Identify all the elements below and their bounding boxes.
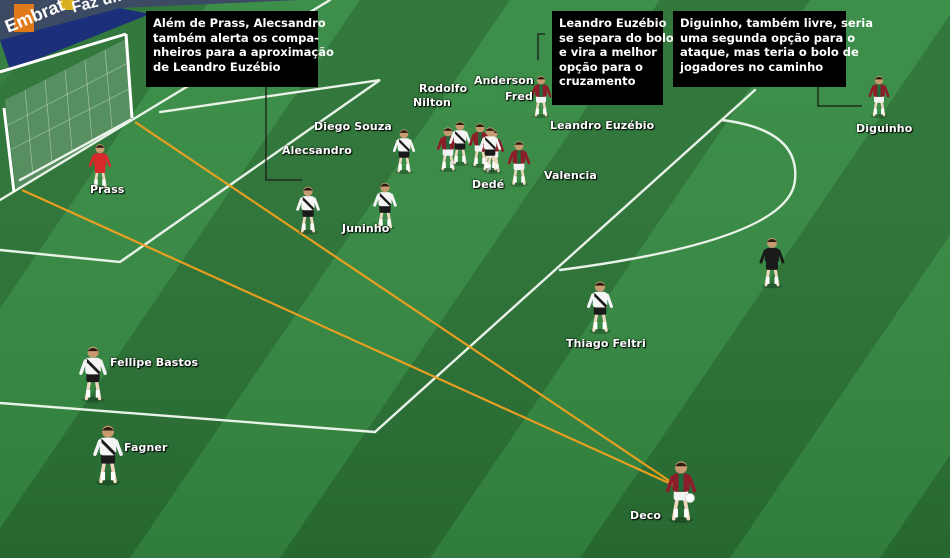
annotation-line: jogadores no caminho <box>680 59 824 74</box>
sight-lines <box>21 121 681 490</box>
annotation-line: ataque, mas teria o bolo de <box>680 45 859 59</box>
player-fellipe-bastos <box>79 346 107 403</box>
center-circle <box>558 118 797 272</box>
player-valencia <box>507 141 531 187</box>
label-juninho: Juninho <box>342 222 390 235</box>
callout-connectors <box>265 33 862 181</box>
player-prass <box>88 144 112 190</box>
annotation-line: uma segunda opção para o <box>680 30 856 45</box>
connector-alecsandro <box>265 82 302 181</box>
stands <box>0 0 300 70</box>
annotation-line: se separa do bolo <box>559 30 674 45</box>
ball <box>685 493 695 503</box>
annotation-line: nheiros para a aproximação <box>153 45 334 59</box>
sightline-to-prass <box>21 188 681 490</box>
annotation-line: Diguinho, também livre, seria <box>680 16 873 30</box>
label-fellipe-bastos: Fellipe Bastos <box>110 356 199 369</box>
annotation-line: cruzamento <box>559 74 636 88</box>
player-alecsandro <box>296 186 320 235</box>
annotation-line: e vira a melhor <box>559 45 657 59</box>
label-rodolfo: Rodolfo <box>419 82 468 95</box>
label-fred: Fred <box>505 90 533 103</box>
penalty-area-line <box>0 78 381 264</box>
label-dede: Dedé <box>472 178 505 191</box>
label-diguinho: Diguinho <box>856 122 913 135</box>
annotation-line: Além de Prass, Alecsandro <box>153 16 326 30</box>
connector-diguinho <box>817 84 862 107</box>
penalty-area-far-line <box>0 401 377 434</box>
player-deco <box>665 461 697 523</box>
goal-area-line <box>18 118 132 182</box>
annotation-diguinho: Diguinho, também livre, seria uma segund… <box>673 11 873 87</box>
connector-leandro <box>537 33 545 60</box>
label-thiago-feltri: Thiago Feltri <box>566 337 646 350</box>
player-fagner <box>93 425 123 486</box>
player-diego-souza <box>392 129 416 175</box>
player-nilton <box>448 121 472 166</box>
player-leandro-euzebio <box>530 75 552 119</box>
player-referee <box>759 238 785 289</box>
halfway-line <box>373 88 757 434</box>
player-thiago-feltri <box>587 281 613 335</box>
label-nilton: Nilton <box>413 96 451 109</box>
player-diguinho <box>868 75 890 119</box>
player-juninho <box>373 182 397 231</box>
annotation-leandro: Leandro Euzébio se separa do bolo e vira… <box>552 11 674 105</box>
label-deco: Deco <box>630 509 662 522</box>
label-valencia: Valencia <box>544 169 597 182</box>
goal <box>0 32 134 193</box>
sightline-to-alecsandro <box>134 121 681 489</box>
annotation-line: de Leandro Euzébio <box>153 59 281 74</box>
label-leandro-euzebio: Leandro Euzébio <box>550 119 655 132</box>
label-anderson: Anderson <box>474 74 534 87</box>
annotation-line: também alerta os compa- <box>153 30 319 45</box>
annotation-line: Leandro Euzébio <box>559 16 667 30</box>
annotation-line: opção para o <box>559 59 643 74</box>
player-dede <box>478 127 502 173</box>
label-diego-souza: Diego Souza <box>314 120 392 133</box>
annotation-prass-alecsandro: Além de Prass, Alecsandro também alerta … <box>146 11 334 87</box>
label-alecsandro: Alecsandro <box>282 144 352 157</box>
label-fagner: Fagner <box>124 441 168 454</box>
label-prass: Prass <box>90 183 125 196</box>
players-layer <box>79 75 890 523</box>
